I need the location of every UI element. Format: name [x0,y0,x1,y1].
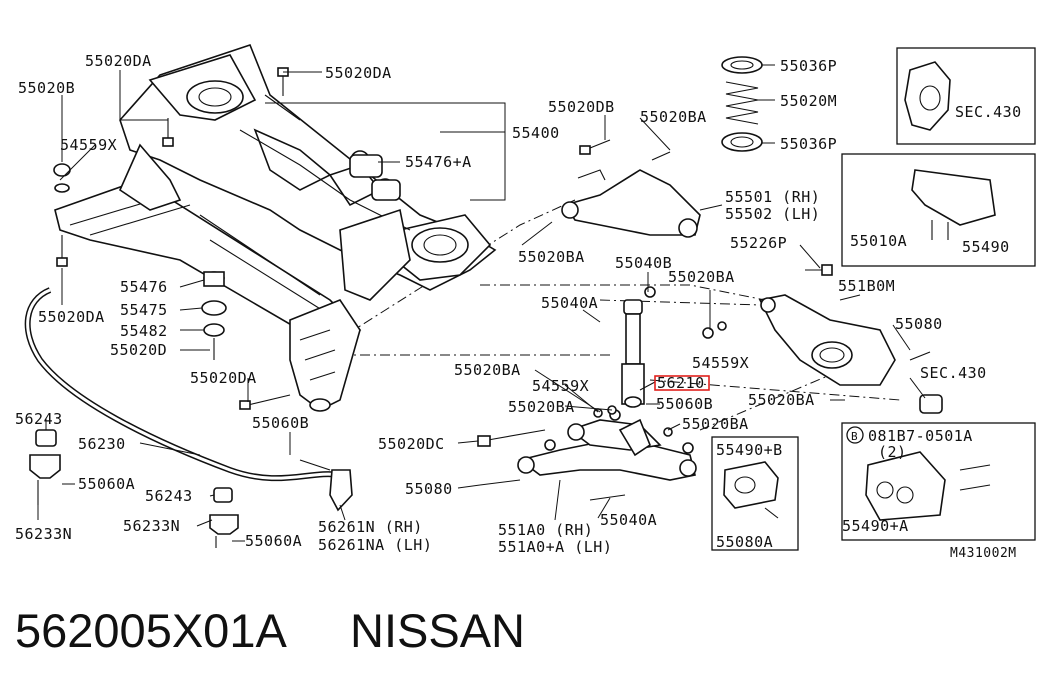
suspension-member-drawing [54,44,497,412]
lower-link-drawing [702,264,943,414]
label-55020DC: 55020DC [378,435,445,453]
label-55502: 55502 (LH) [725,205,820,223]
bushing-inset-box [711,436,799,551]
label-55040A: 55040A [600,511,657,529]
label-55020DA: 55020DA [85,52,152,70]
label-55020BA: 55020BA [518,248,585,266]
label-55020BA: 55020BA [682,415,749,433]
label-55080: 55080 [895,315,943,333]
label-55060B: 55060B [252,414,309,432]
callout-b-mark: B [851,430,858,443]
label-55020B: 55020B [18,79,75,97]
mount-inset-drawing [846,426,991,521]
label-55490B: 55490+B [716,441,783,459]
label-55010A: 55010A [850,232,907,250]
label-55482: 55482 [120,322,168,340]
label-55476A: 55476+A [405,153,472,171]
label-55020BA: 55020BA [748,391,815,409]
label-56233N: 56233N [15,525,72,543]
label-55020M: 55020M [780,92,837,110]
label-55490A: 55490+A [842,517,909,535]
label-56233N: 56233N [123,517,180,535]
label-55040B: 55040B [615,254,672,272]
callout-labels: 55020DA 55020DA 55020B 54559X 55400 5547… [15,52,1022,561]
label-55476: 55476 [120,278,168,296]
label-55475: 55475 [120,301,168,319]
label-081B7: 081B7-0501A [868,427,973,445]
bushing-inset-drawing [723,461,779,519]
label-55080: 55080 [405,480,453,498]
label-56243: 56243 [145,487,193,505]
label-55036P: 55036P [780,135,837,153]
label-56261N: 56261N (RH) [318,518,423,536]
label-55020DB: 55020DB [548,98,615,116]
label-sec-430: SEC.430 [920,364,987,382]
label-551A0: 551A0 (RH) [498,521,593,539]
brand-name: NISSAN [350,604,525,657]
knuckle-inset-drawing [904,61,951,131]
label-54559X: 54559X [532,377,589,395]
label-55060B: 55060B [656,395,713,413]
label-56230: 56230 [78,435,126,453]
label-55060A: 55060A [245,532,302,550]
label-55020BA: 55020BA [508,398,575,416]
bracket-inset-drawing [911,169,996,240]
label-551A0A: 551A0+A (LH) [498,538,612,556]
label-55501: 55501 (RH) [725,188,820,206]
label-sec-430: SEC.430 [955,103,1022,121]
label-55020DA: 55020DA [325,64,392,82]
label-55040A: 55040A [541,294,598,312]
mount-stack-drawing [201,271,227,360]
label-55400: 55400 [512,124,560,142]
upper-arm-drawing [561,139,701,238]
shock-absorber-drawing [609,286,656,421]
figure-code: M431002M [950,546,1017,561]
mount-inset-box [841,422,1036,541]
leader-lines [37,64,926,542]
label-55020BA: 55020BA [668,268,735,286]
bracket-inset-box [841,153,1036,267]
label-55020BA: 55020BA [454,361,521,379]
label-56243: 56243 [15,410,63,428]
label-54559X: 54559X [60,136,117,154]
label-56261NA: 56261NA (LH) [318,536,432,554]
highlight-56210 [654,375,710,391]
label-081B7-qty: (2) [878,443,907,461]
label-55080A: 55080A [716,533,773,551]
label-551B0M: 551B0M [838,277,895,295]
label-54559X: 54559X [692,354,749,372]
label-55490: 55490 [962,238,1010,256]
label-55226P: 55226P [730,234,787,252]
label-55060A: 55060A [78,475,135,493]
label-55036P: 55036P [780,57,837,75]
knuckle-inset-box [896,47,1036,145]
coil-spring-drawing [721,56,763,152]
stabilizer-bar-drawing [24,287,353,548]
part-number: 562005X01A [15,604,287,657]
label-55020DA: 55020DA [190,369,257,387]
label-56210: 56210 [657,374,705,392]
label-55020D: 55020D [110,341,167,359]
lower-arm-drawing [477,405,697,501]
label-55020BA: 55020BA [640,108,707,126]
label-55020DA: 55020DA [38,308,105,326]
